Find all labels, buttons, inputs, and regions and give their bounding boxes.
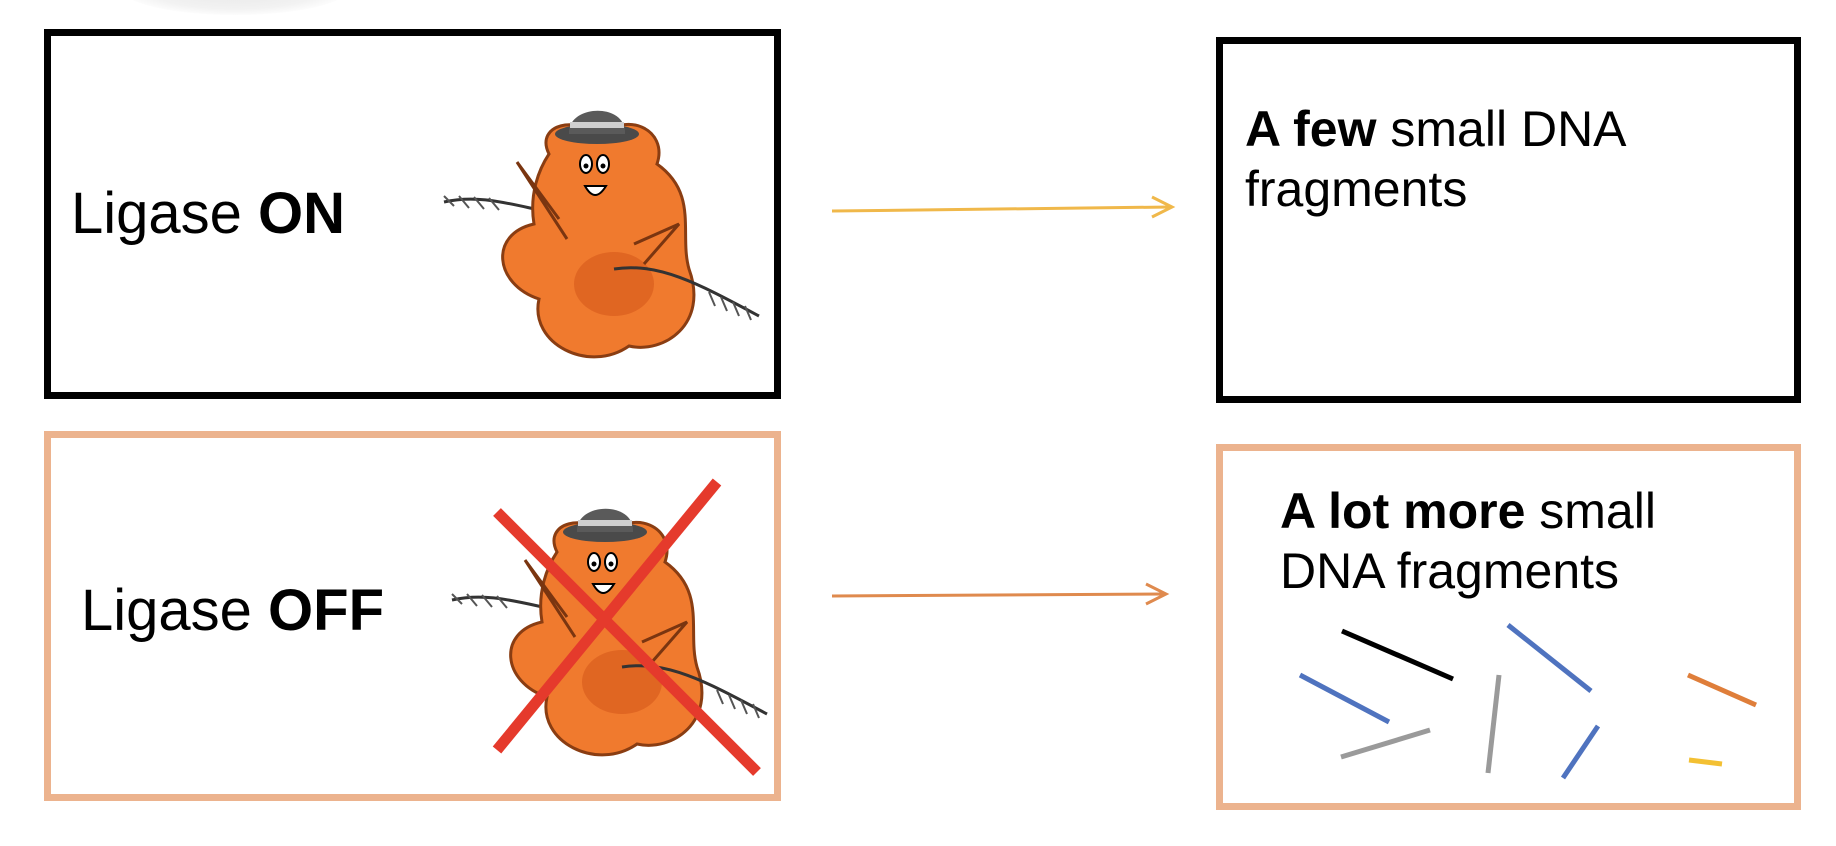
ligase-on-state: ON — [258, 181, 346, 246]
fragment-3 — [1298, 672, 1391, 725]
dna-fragments — [1298, 623, 1758, 780]
red-cross-stroke-2 — [492, 478, 722, 754]
ligase-on-label: Ligase ON — [71, 181, 345, 247]
result-few-box: A few small DNA fragments — [1216, 37, 1801, 403]
ligase-off-prefix: Ligase — [81, 578, 269, 643]
ligase-off-box: Ligase OFF — [44, 431, 781, 801]
arrow-row-1 — [831, 195, 1176, 219]
ligase-off-label: Ligase OFF — [81, 578, 384, 644]
result-more-box: A lot more small DNA fragments — [1216, 444, 1801, 810]
ligase-on-prefix: Ligase — [71, 181, 259, 246]
ligase-on-box: Ligase ON — [44, 29, 781, 399]
result-more-bold: A lot more — [1280, 483, 1526, 539]
red-cross-stroke-1 — [493, 508, 761, 776]
result-few-rest: small DNA fragments — [1245, 101, 1624, 217]
fragment-4 — [1485, 674, 1502, 774]
result-few-text: A few small DNA fragments — [1245, 99, 1765, 219]
top-shadow-decoration — [120, 0, 350, 15]
ligase-enzyme-illustration — [443, 110, 760, 359]
result-few-bold: A few — [1245, 101, 1377, 157]
ligase-enzyme-crossed-illustration — [451, 478, 768, 776]
fragment-7 — [1686, 672, 1758, 708]
result-more-text: A lot more small DNA fragments — [1280, 481, 1740, 601]
fragment-2 — [1506, 623, 1593, 693]
fragment-5 — [1340, 727, 1431, 760]
fragment-8 — [1688, 757, 1723, 767]
fragment-1 — [1341, 628, 1454, 682]
fragment-6 — [1560, 724, 1601, 780]
arrow-row-2 — [831, 582, 1170, 606]
ligase-off-state: OFF — [268, 578, 385, 643]
result-more-rest: small DNA fragments — [1280, 483, 1656, 599]
